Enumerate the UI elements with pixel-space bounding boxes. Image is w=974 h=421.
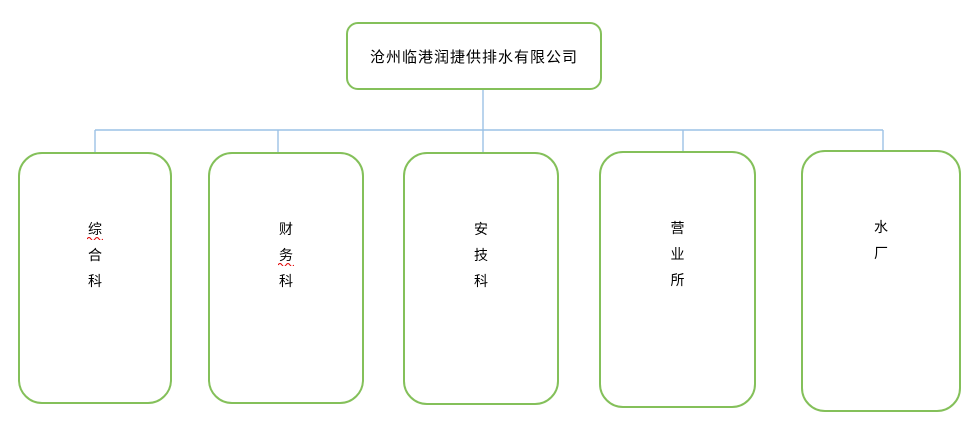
dept-label: 营业所 xyxy=(670,220,685,288)
dept-label: 水厂 xyxy=(874,219,888,261)
dept-label: 财务科 xyxy=(279,221,293,289)
org-node-dept-yingye: 营业所 xyxy=(599,151,756,408)
org-node-root-label: 沧州临港润捷供排水有限公司 xyxy=(369,48,578,66)
org-node-dept-caiwu: 财务科 xyxy=(208,152,364,404)
spellcheck-squiggle xyxy=(87,237,103,240)
org-node-root: 沧州临港润捷供排水有限公司 xyxy=(346,22,602,90)
dept-label: 综合科 xyxy=(88,221,102,289)
org-node-dept-shuichang: 水厂 xyxy=(801,150,961,412)
spellcheck-squiggle xyxy=(278,263,294,266)
dept-label: 安技科 xyxy=(474,221,488,289)
org-node-dept-anji: 安技科 xyxy=(403,152,559,405)
org-node-dept-zonghe: 综合科 xyxy=(18,152,172,404)
